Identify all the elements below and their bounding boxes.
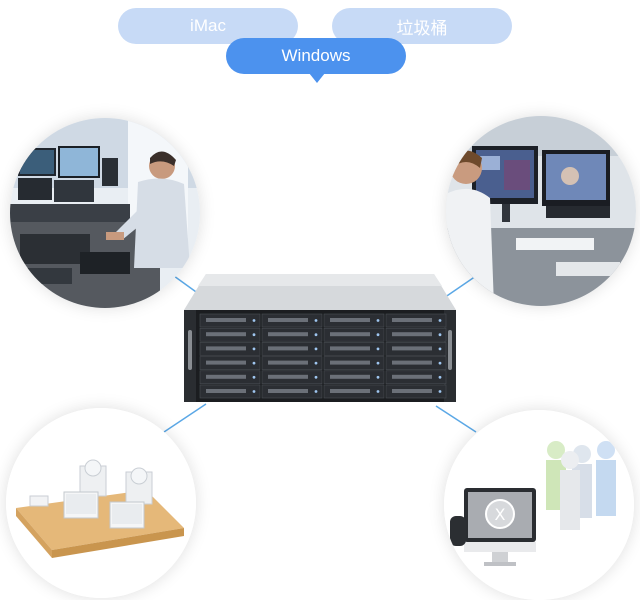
office-users-desks-image xyxy=(6,408,196,598)
drive-bay-handle xyxy=(392,346,432,351)
drive-bay-led xyxy=(438,319,442,322)
drive-bay-handle xyxy=(206,318,246,322)
active-tab-caret xyxy=(309,73,325,83)
video-editing-workstation-image xyxy=(10,118,200,308)
drive-bay-led xyxy=(438,361,442,365)
drive-bay-handle xyxy=(392,318,432,322)
drive-bay-led xyxy=(438,375,442,379)
drive-bay-led xyxy=(376,375,380,379)
drive-bay-handle xyxy=(206,389,246,393)
drive-bay-led xyxy=(314,390,318,393)
drive-bay-led xyxy=(376,361,380,365)
drive-bay-led xyxy=(438,333,442,337)
drive-bay-led xyxy=(252,361,256,365)
drive-bay-handle xyxy=(330,374,370,379)
drive-bay-handle xyxy=(206,346,246,351)
drive-bay-handle xyxy=(268,346,308,351)
drive-bay-handle xyxy=(392,332,432,337)
drive-bay-led xyxy=(376,319,380,322)
drive-bay-led xyxy=(314,333,318,337)
drive-bay-led xyxy=(438,390,442,393)
tab-windows[interactable]: Windows xyxy=(226,38,406,74)
drive-bay-led xyxy=(376,390,380,393)
drive-bay-handle xyxy=(206,374,246,379)
editing-monitors-workstation-image xyxy=(446,116,636,306)
drive-bay-handle xyxy=(330,389,370,393)
drive-bay-led xyxy=(314,347,318,351)
drive-bay-led xyxy=(252,319,256,322)
mac-users-group-image: X xyxy=(444,410,634,600)
drive-bay-led xyxy=(252,375,256,379)
drive-bay-led xyxy=(376,347,380,351)
drive-bay-led xyxy=(252,347,256,351)
svg-text:X: X xyxy=(495,505,506,524)
drive-bay-handle xyxy=(268,332,308,337)
tab-trash[interactable]: 垃圾桶 xyxy=(332,8,512,44)
drive-bay-led xyxy=(314,361,318,365)
drive-bay-led xyxy=(314,319,318,322)
drive-bay-led xyxy=(438,347,442,351)
drive-bay-led xyxy=(252,333,256,337)
drive-bay-handle xyxy=(268,389,308,393)
storage-server-image xyxy=(180,270,460,410)
drive-bay-handle xyxy=(268,318,308,322)
drive-bay-handle xyxy=(330,360,370,365)
drive-bay-handle xyxy=(392,360,432,365)
drive-bay-led xyxy=(314,375,318,379)
drive-bay-handle xyxy=(330,332,370,337)
drive-bay-handle xyxy=(206,332,246,337)
drive-bay-handle xyxy=(268,360,308,365)
drive-bay-handle xyxy=(206,360,246,365)
drive-bay-handle xyxy=(268,374,308,379)
drive-bay-led xyxy=(252,390,256,393)
drive-bay-handle xyxy=(330,346,370,351)
drive-bay-handle xyxy=(392,389,432,393)
drive-bay-led xyxy=(376,333,380,337)
drive-bay-handle xyxy=(330,318,370,322)
drive-bay-handle xyxy=(392,374,432,379)
